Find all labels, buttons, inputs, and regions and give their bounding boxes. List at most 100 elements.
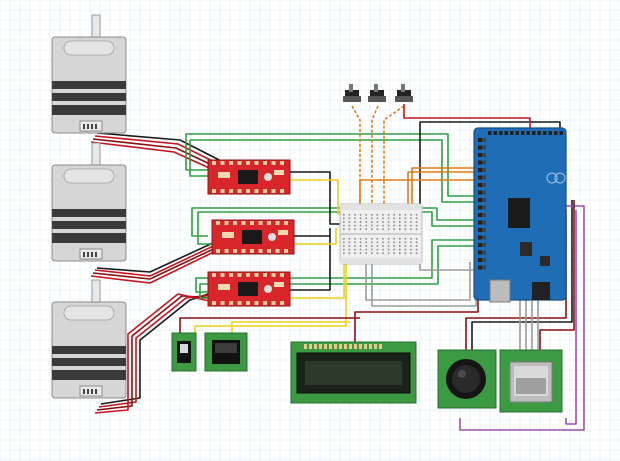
- header-pin: [284, 221, 288, 225]
- header-pin: [482, 198, 486, 202]
- lcd-pin: [324, 344, 327, 349]
- header-pin: [246, 189, 250, 193]
- connector-pin: [91, 389, 93, 394]
- motor-cap: [63, 168, 115, 184]
- wire-orange: [351, 105, 361, 220]
- header-pin: [478, 250, 482, 255]
- wire-green: [199, 245, 478, 299]
- breadboard-hole: [399, 248, 401, 251]
- breadboard-hole: [410, 224, 412, 227]
- header-pin: [271, 301, 276, 305]
- breadboard-hole: [393, 248, 395, 251]
- breadboard-hole: [410, 221, 412, 223]
- header-pin: [478, 190, 482, 195]
- lcd-pin: [339, 344, 342, 349]
- wire-red: [94, 293, 215, 414]
- breadboard-hole: [415, 248, 418, 251]
- header-pin: [482, 183, 486, 187]
- lcd-pin: [334, 344, 337, 349]
- breadboard-hole: [365, 224, 367, 227]
- potentiometer: [264, 173, 272, 181]
- breadboard-hole: [343, 228, 345, 230]
- breadboard-hole: [343, 214, 345, 216]
- wire-black: [290, 236, 331, 291]
- connector-pin: [91, 124, 93, 129]
- header-pin: [482, 235, 486, 240]
- stepper-drivers: [207, 159, 295, 307]
- slide-switch[interactable]: [343, 84, 361, 102]
- toggle-switch[interactable]: [171, 332, 197, 372]
- breadboard-hole: [359, 217, 362, 220]
- breadboard-hole: [376, 245, 379, 247]
- header-pin: [275, 249, 280, 253]
- breadboard-hole: [354, 217, 356, 220]
- breadboard-hole: [365, 214, 367, 216]
- wire-black: [96, 235, 229, 273]
- header-pin: [478, 198, 482, 202]
- breadboard-hole: [371, 224, 373, 227]
- wire-red: [403, 104, 531, 130]
- breadboard-hole: [404, 228, 407, 230]
- driver-component: [274, 170, 284, 175]
- breadboard-hole: [371, 238, 373, 240]
- connector-pin: [95, 389, 97, 394]
- potentiometer: [264, 285, 272, 293]
- joystick[interactable]: [437, 349, 497, 409]
- header-pin: [478, 235, 482, 240]
- lcd-pins: [304, 344, 382, 349]
- driver-component: [218, 172, 230, 178]
- driver-component: [222, 232, 234, 238]
- connector-pin: [87, 389, 89, 394]
- header-pin: [241, 249, 246, 253]
- lcd-pin: [364, 344, 367, 349]
- breadboard-hole: [348, 248, 351, 251]
- breadboard-hole: [343, 217, 345, 220]
- breadboard-hole: [359, 221, 362, 223]
- breadboard-hole: [393, 252, 395, 254]
- header-pin: [254, 301, 259, 305]
- breadboard-hole: [354, 252, 356, 254]
- breadboard-hole: [404, 224, 407, 227]
- breadboard-hole: [348, 221, 351, 223]
- motor-band: [52, 81, 126, 89]
- header-pin: [521, 131, 525, 135]
- header-pin: [241, 221, 246, 225]
- wire-black: [96, 132, 236, 169]
- breadboard-hole: [365, 241, 367, 244]
- breadboard-hole: [410, 214, 412, 216]
- motor-band: [52, 209, 126, 217]
- breadboard-hole: [371, 214, 373, 216]
- breadboard-hole: [404, 238, 407, 240]
- breadboard-hole: [354, 241, 356, 244]
- header-pin: [246, 301, 250, 305]
- motor-cap: [63, 40, 115, 56]
- header-pin: [212, 273, 216, 277]
- slide-switch[interactable]: [395, 84, 413, 102]
- stepper-motor: [51, 14, 127, 134]
- breadboard-hole: [382, 245, 384, 247]
- stepper-driver: [207, 159, 291, 195]
- header-pin: [482, 168, 486, 172]
- breadboard-hole: [343, 252, 345, 254]
- connector-pin: [87, 252, 89, 257]
- header-pins: [478, 131, 563, 270]
- motor-cap: [63, 305, 115, 321]
- header-pin: [478, 168, 482, 172]
- lcd-pin: [359, 344, 362, 349]
- header-pin: [478, 138, 482, 142]
- breadboard-hole: [348, 214, 351, 216]
- motor-shaft: [91, 279, 101, 303]
- breadboard-hole: [365, 252, 367, 254]
- header-pin: [224, 221, 229, 225]
- header-pin: [478, 265, 482, 270]
- slide-switch[interactable]: [368, 84, 386, 102]
- breadboard-hole: [359, 248, 362, 251]
- driver-chip: [238, 170, 258, 184]
- breadboard-hole: [354, 214, 356, 216]
- header-pin: [478, 205, 482, 210]
- header-pin: [224, 249, 229, 253]
- header-pin: [478, 228, 482, 232]
- rocker-switch[interactable]: [204, 332, 248, 372]
- wire-green: [191, 207, 478, 237]
